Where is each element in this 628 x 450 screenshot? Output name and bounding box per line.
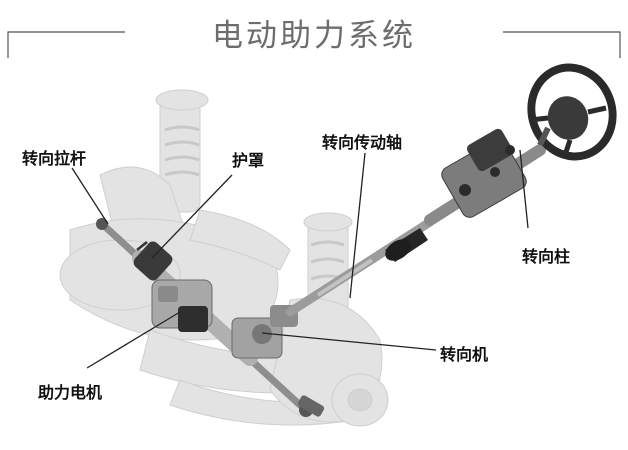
label-steering-gear: 转向机	[440, 345, 489, 364]
label-boot: 护罩	[232, 151, 265, 170]
assist-motor-body	[151, 279, 213, 332]
label-steering-column: 转向柱	[522, 247, 571, 266]
intermediate-shaft-body	[285, 217, 435, 317]
label-intermediate-shaft: 转向传动轴	[322, 133, 403, 152]
diagram-title: 电动助力系统	[212, 18, 416, 54]
steering-gear-body	[231, 305, 298, 359]
suspension-ghost	[59, 89, 389, 427]
leader-lines	[71, 149, 529, 369]
steering-wheel	[527, 63, 617, 161]
steering-column-body	[424, 128, 546, 226]
label-assist-motor: 助力电机	[38, 383, 103, 402]
title-rule	[7, 31, 621, 58]
label-tie-rod: 转向拉杆	[22, 149, 87, 168]
